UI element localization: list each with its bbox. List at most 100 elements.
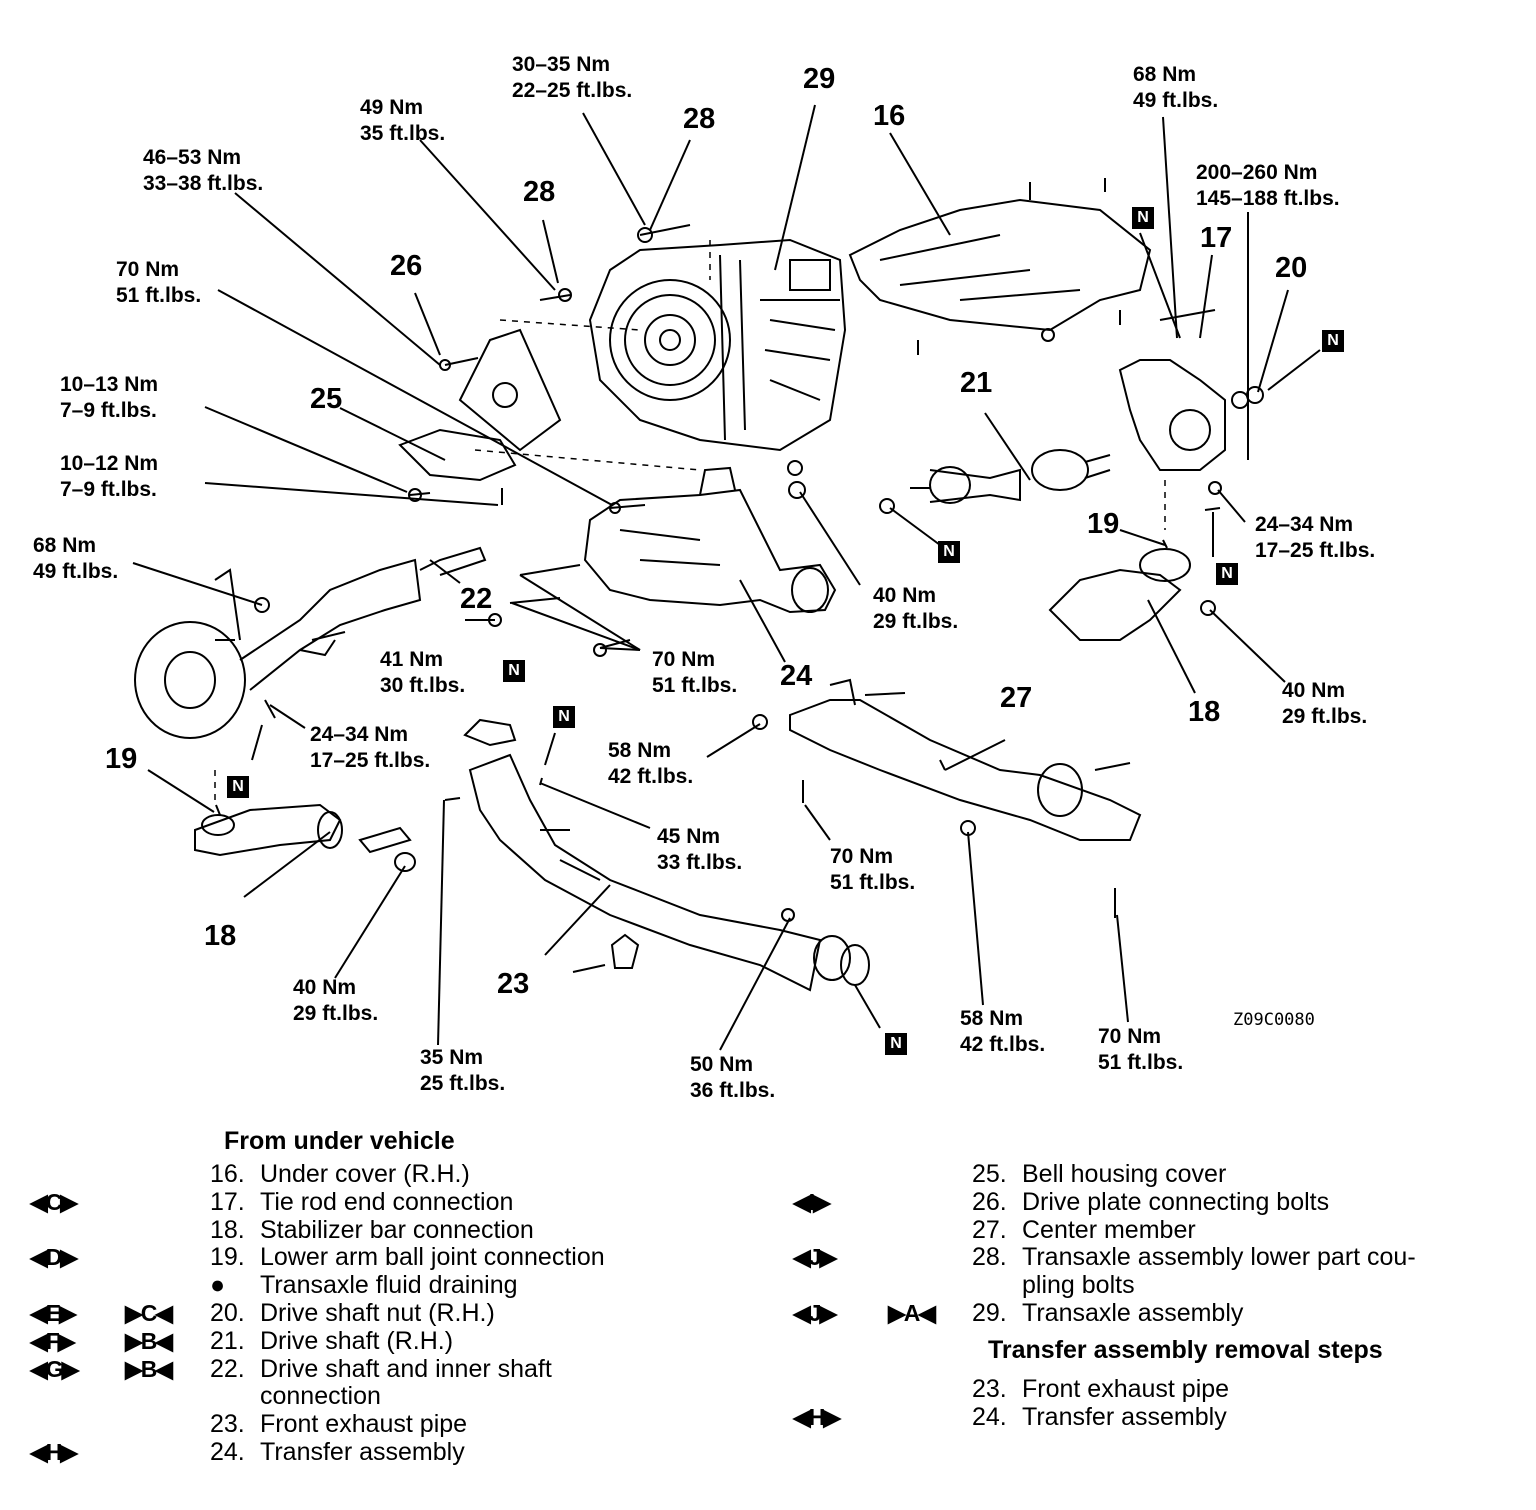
legend-item-text: Front exhaust pipe (1022, 1375, 1230, 1403)
part-number-callout: 27 (1000, 682, 1033, 714)
legend-item-number: 17. (210, 1187, 245, 1216)
legend-reference-tag: ▶B◀ (125, 1355, 173, 1382)
legend-item-text: pling bolts (1022, 1271, 1135, 1300)
part-number-callout: 19 (1087, 508, 1120, 540)
legend-heading-right: Transfer assembly removal steps (988, 1336, 1383, 1364)
legend-item-number: 28. (972, 1243, 1007, 1272)
part-number-callout: 17 (1200, 222, 1233, 254)
legend-item-number: 19. (210, 1243, 245, 1272)
part-number-callout: 28 (683, 103, 716, 135)
legend-item-number: 22. (210, 1354, 245, 1383)
non-reusable-part-icon: N (227, 776, 249, 798)
non-reusable-part-icon: N (553, 706, 575, 728)
legend-item-number: 23. (972, 1375, 1007, 1403)
legend-reference-tag: ◀E▶ (30, 1300, 77, 1326)
legend-reference-tag: ◀I▶ (793, 1188, 831, 1215)
non-reusable-part-icon: N (503, 660, 525, 682)
legend-reference-tag: ▶A◀ (888, 1300, 936, 1326)
part-number-callout: 29 (803, 63, 836, 95)
legend-reference-tag: ▶C◀ (125, 1300, 173, 1326)
part-number-callout: 23 (497, 968, 530, 1000)
legend-item-text: Drive plate connecting bolts (1022, 1187, 1330, 1216)
legend-reference-tag: ◀C▶ (30, 1188, 78, 1215)
legend-reference-tag: ◀J▶ (793, 1300, 837, 1326)
legend-reference-tag: ◀H▶ (793, 1404, 841, 1430)
legend-item-number: ● (210, 1271, 226, 1300)
legend-item-text: Transaxle assembly (1022, 1299, 1244, 1327)
lower-arm-left-drawing (194, 803, 416, 872)
legend-item-number: 25. (972, 1160, 1007, 1188)
legend-item-text: Under cover (R.H.) (260, 1160, 470, 1188)
legend-reference-tag: ◀F▶ (30, 1327, 75, 1354)
lower-arm-right-drawing (1048, 539, 1191, 641)
part-number-callout: 18 (1188, 696, 1221, 728)
transfer-assembly-drawing (583, 466, 837, 614)
legend-item-text: Transaxle fluid draining (260, 1271, 518, 1300)
bell-housing-cover-drawing (398, 428, 517, 482)
drive-plate-bracket-drawing (458, 328, 562, 452)
non-reusable-part-icon: N (1132, 207, 1154, 229)
legend-item-text: Drive shaft and inner shaft (260, 1354, 552, 1383)
legend-reference-tag: ◀H▶ (30, 1439, 78, 1465)
under-cover-drawing (848, 198, 1152, 332)
legend-item-text: Drive shaft nut (R.H.) (260, 1299, 495, 1327)
legend-reference-tag: ◀J▶ (793, 1244, 837, 1271)
legend-item-text: Tie rod end connection (260, 1187, 514, 1216)
transaxle-assembly-drawing (588, 238, 847, 452)
legend-item-text: Stabilizer bar connection (260, 1215, 534, 1244)
legend-item-text: Lower arm ball joint connection (260, 1243, 605, 1272)
part-number-callout: 21 (960, 367, 993, 399)
legend-item-number: 26. (972, 1187, 1007, 1216)
part-number-callout: 20 (1275, 252, 1308, 284)
part-number-callout: 22 (460, 583, 493, 615)
part-number-callout: 25 (310, 383, 343, 415)
non-reusable-part-icon: N (1322, 330, 1344, 352)
legend-item-text: Bell housing cover (1022, 1160, 1227, 1188)
legend-item-number: 23. (210, 1410, 245, 1439)
part-number-callout: 26 (390, 250, 423, 282)
exploded-view-diagram (132, 104, 1321, 1051)
figure-code: Z09C0080 (1233, 1010, 1315, 1030)
non-reusable-part-icon: N (885, 1033, 907, 1055)
legend-reference-tag: ◀G▶ (30, 1355, 79, 1382)
legend-item-text: Front exhaust pipe (260, 1410, 468, 1439)
legend-item-text: Transaxle assembly lower part cou- (1022, 1243, 1416, 1272)
legend-item-text: Transfer assembly (1022, 1403, 1227, 1431)
non-reusable-part-icon: N (1216, 563, 1238, 585)
legend-item-number: 29. (972, 1299, 1007, 1327)
drive-shaft-rh-drawing (910, 449, 1111, 504)
legend-item-text: Center member (1022, 1215, 1196, 1244)
legend-item-number: 27. (972, 1215, 1007, 1244)
part-number-callout: 24 (780, 660, 813, 692)
legend-item-number: 24. (972, 1403, 1007, 1431)
legend-item-number: 24. (210, 1438, 245, 1466)
bolts-drawing (254, 178, 1222, 973)
knuckle-right-drawing (1118, 309, 1264, 471)
legend-item-number: 21. (210, 1326, 245, 1355)
legend-item-number: 16. (210, 1160, 245, 1188)
front-exhaust-pipe-drawing (468, 753, 870, 992)
legend-item-number: 20. (210, 1299, 245, 1327)
center-member-drawing (789, 678, 1142, 841)
legend-item-text: connection (260, 1382, 381, 1411)
non-reusable-part-icon: N (938, 541, 960, 563)
